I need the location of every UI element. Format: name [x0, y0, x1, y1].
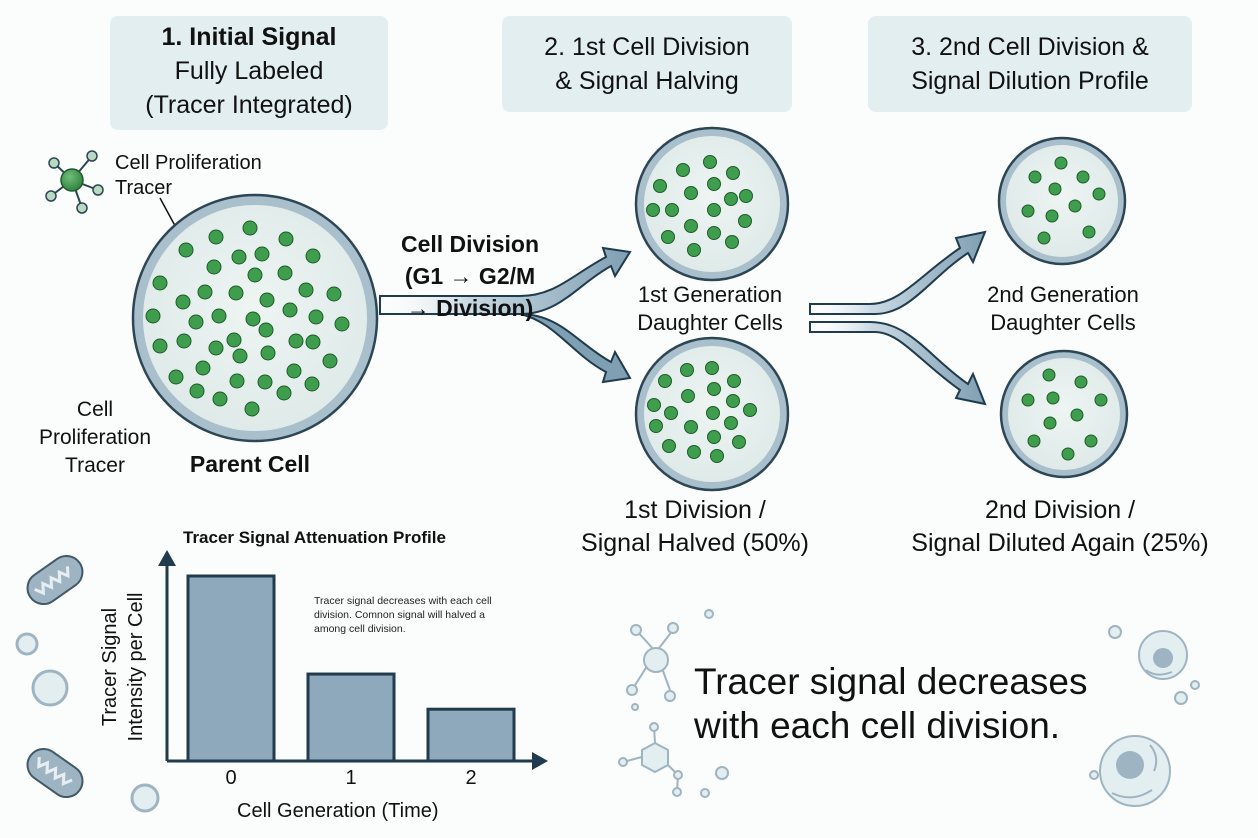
division-arrow-2 — [809, 230, 987, 406]
division-label-line-1: Cell Division — [400, 231, 540, 257]
vesicle-icon — [15, 632, 160, 813]
cell-division-label: Cell Division (G1 → G2/M → Division) — [380, 228, 560, 324]
step-1-subtitle-2: (Tracer Integrated) — [145, 91, 353, 119]
step-3-subtitle: Signal Dilution Profile — [911, 67, 1149, 95]
tagline: Tracer signal decreases with each cell d… — [694, 660, 1087, 748]
x-tick-0: 0 — [225, 767, 237, 789]
tagline-line-2: with each cell division. — [694, 705, 1061, 746]
gen1-label-line-2: Daughter Cells — [637, 310, 783, 335]
mitochondrion-icon — [26, 747, 84, 799]
tracer-callout-label: Cell Proliferation Tracer — [115, 151, 262, 201]
y-label-line-1: Tracer Signal — [99, 607, 121, 727]
tracer-molecule-icon — [45, 150, 104, 214]
parent-cell — [131, 193, 379, 443]
benzene-molecule-icon — [618, 722, 729, 798]
division-label-line-3: → Division) — [406, 295, 534, 321]
chart-bars — [186, 574, 516, 763]
x-tick-1: 1 — [345, 767, 357, 789]
gen2-label-line-1: 2nd Generation — [987, 282, 1139, 307]
chart-title: Tracer Signal Attenuation Profile — [183, 528, 446, 547]
gen1-caption-line-1: 1st Division / — [624, 496, 766, 524]
step-1-subtitle: Fully Labeled — [174, 57, 324, 85]
gen1-daughter-cell-bottom — [634, 336, 790, 492]
gen1-label-line-1: 1st Generation — [637, 282, 783, 307]
step-3-header: 3. 2nd Cell Division & Signal Dilution P… — [868, 16, 1192, 112]
side-label-line-3: Tracer — [65, 454, 125, 477]
bar-0 — [186, 574, 276, 763]
y-label-line-2: Intensity per Cell — [125, 592, 147, 742]
step-2-subtitle: & Signal Halving — [555, 67, 739, 95]
molecule-icon — [626, 609, 714, 711]
chart-x-axis-label: Cell Generation (Time) — [237, 800, 439, 822]
mitochondrion-icon — [26, 554, 84, 606]
gen1-caption-line-2: Signal Halved (50%) — [581, 529, 809, 557]
side-label-line-1: Cell — [76, 398, 114, 421]
bar-2 — [426, 707, 516, 763]
side-label-line-2: Proliferation — [38, 426, 152, 449]
step-1-header: 1. Initial Signal Fully Labeled (Tracer … — [110, 16, 388, 130]
tracer-side-label: Cell Proliferation Tracer — [35, 396, 155, 480]
gen1-label: 1st Generation Daughter Cells — [600, 281, 820, 337]
chart-annotation: Tracer signal decreases with each cell d… — [314, 595, 492, 635]
gen2-daughter-cell-bottom — [999, 349, 1129, 479]
tracer-callout-line-1: Cell Proliferation — [115, 152, 262, 174]
cell-illustration-icon — [1099, 630, 1188, 807]
gen2-caption-line-1: 2nd Division / — [984, 496, 1136, 524]
step-1-title: 1. Initial Signal — [161, 23, 337, 51]
step-3-title: 3. 2nd Cell Division & — [911, 33, 1149, 61]
step-2-header: 2. 1st Cell Division & Signal Halving — [502, 16, 792, 112]
tracer-callout-line-2: Tracer — [115, 177, 173, 199]
x-tick-2: 2 — [465, 767, 477, 789]
gen2-label: 2nd Generation Daughter Cells — [953, 281, 1173, 337]
gen2-caption-line-2: Signal Diluted Again (25%) — [911, 529, 1209, 557]
gen2-daughter-cell-top — [997, 136, 1127, 266]
vesicle-icon — [1089, 625, 1200, 780]
tracer-dots — [145, 220, 350, 417]
division-label-line-2: (G1 → G2/M — [404, 263, 536, 289]
gen2-label-line-2: Daughter Cells — [990, 310, 1136, 335]
bar-1 — [306, 672, 396, 763]
chart-y-axis-label: Tracer Signal Intensity per Cell — [97, 557, 149, 777]
gen1-caption: 1st Division / Signal Halved (50%) — [550, 494, 840, 560]
step-2-title: 2. 1st Cell Division — [544, 33, 750, 61]
gen2-caption: 2nd Division / Signal Diluted Again (25%… — [875, 494, 1245, 560]
tagline-line-1: Tracer signal decreases — [694, 661, 1088, 702]
gen1-daughter-cell-top — [634, 126, 790, 282]
division-arrow-1 — [379, 246, 632, 384]
parent-cell-label: Parent Cell — [189, 451, 311, 477]
bar-chart — [158, 550, 548, 770]
